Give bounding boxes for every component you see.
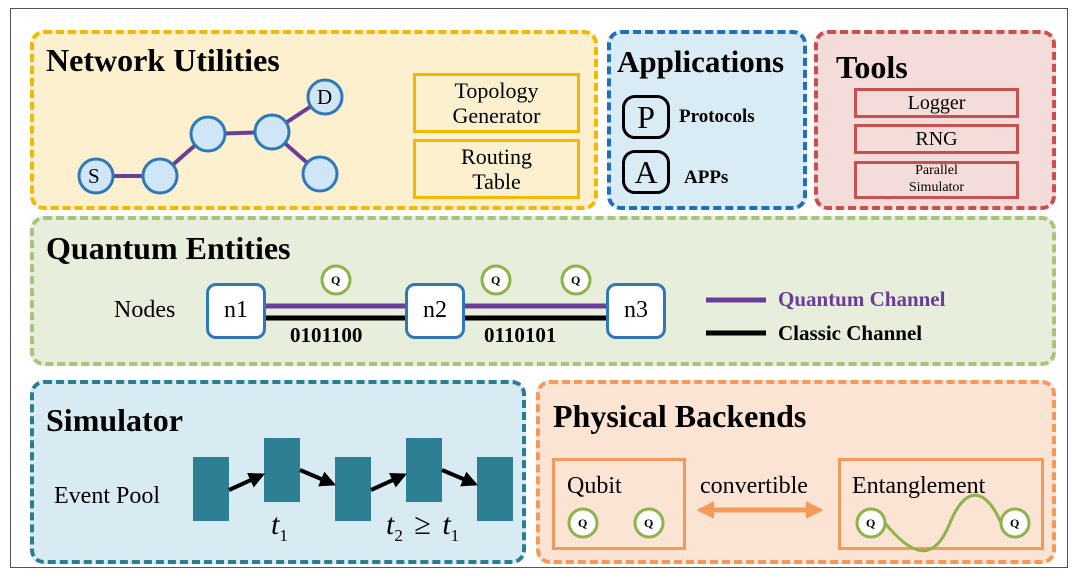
qubit-marker-label: Q: [644, 516, 654, 530]
node-n2: n2: [405, 283, 465, 339]
event-arrow: [228, 473, 265, 492]
applications-panel: [607, 30, 807, 210]
legend-classic-channel: Classic Channel: [778, 321, 923, 345]
applications-title: Applications: [617, 44, 785, 79]
quantum-entities-title: Quantum Entities: [46, 230, 291, 266]
qubit-marker: [633, 507, 665, 539]
physical-backends-panel: [536, 380, 1056, 564]
t1-base: t: [271, 508, 280, 541]
t2-rhs-base: t: [442, 508, 451, 541]
source-node-label: S: [88, 164, 100, 188]
tools-panel: [814, 30, 1056, 210]
graph-node: [141, 157, 179, 195]
qubit-box: [552, 458, 686, 550]
routing-table-box: Routing Table: [413, 139, 580, 199]
destination-node-label: D: [317, 85, 333, 109]
graph-node: [301, 155, 339, 193]
graph-node: [189, 115, 227, 153]
qubit-marker-label: Q: [578, 516, 588, 530]
qubit-marker-label: Q: [866, 516, 876, 530]
rng-box: RNG: [854, 124, 1019, 154]
physical-backends-title: Physical Backends: [553, 398, 807, 434]
classic-bits-label: 0101100: [290, 323, 363, 347]
time-t2-geq-t1-label: t2 ≥ t1: [386, 508, 460, 545]
legend-quantum-channel: Quantum Channel: [778, 287, 946, 311]
network-utilities-title: Network Utilities: [46, 42, 280, 78]
qubit-marker-label: Q: [571, 273, 581, 287]
qubit-marker: [560, 264, 592, 296]
entanglement-wave: [883, 493, 1003, 553]
time-t1-label: t1: [271, 508, 288, 545]
qubit-marker-label: Q: [491, 273, 501, 287]
t2-base: t: [386, 508, 395, 541]
quantum-entities-panel: [30, 216, 1056, 366]
qubit-marker-label: Q: [1010, 516, 1020, 530]
node-n3: n3: [606, 283, 666, 339]
convertible-label: convertible: [700, 473, 808, 499]
event-pool-label: Event Pool: [54, 483, 160, 509]
figure-frame: [10, 8, 1068, 568]
qubit-marker: [320, 264, 352, 296]
simulator-title: Simulator: [46, 402, 183, 438]
graph-node-source: [77, 157, 115, 195]
tools-title: Tools: [836, 49, 908, 85]
graph-node-destination: [306, 78, 344, 116]
qubit-marker: [999, 507, 1031, 539]
event-block: [193, 457, 229, 521]
entanglement-box: [838, 458, 1044, 550]
protocols-label: Protocols: [679, 106, 755, 127]
event-block: [477, 457, 513, 521]
qubit-marker: [480, 264, 512, 296]
nodes-label: Nodes: [114, 297, 176, 323]
qubit-marker: [567, 507, 599, 539]
entanglement-label: Entanglement: [852, 473, 986, 499]
event-block: [406, 438, 442, 502]
logger-box: Logger: [854, 88, 1019, 118]
classic-bits-label: 0110101: [484, 323, 557, 347]
event-block: [264, 438, 300, 502]
qubit-label: Qubit: [567, 473, 622, 499]
protocols-icon: P: [622, 95, 670, 139]
event-arrow: [299, 468, 336, 487]
t2-rhs-sub: 1: [450, 526, 460, 545]
graph-node: [253, 113, 291, 151]
apps-icon: A: [622, 150, 670, 194]
t2-sub: 2: [394, 526, 403, 545]
t1-sub: 1: [279, 526, 288, 545]
event-block: [335, 457, 371, 521]
apps-label: APPs: [684, 167, 729, 188]
geq-symbol: ≥: [414, 508, 431, 541]
qubit-marker-label: Q: [331, 273, 341, 287]
qubit-marker: [855, 507, 887, 539]
event-arrow: [370, 473, 407, 492]
node-n1: n1: [206, 283, 266, 339]
event-arrow: [441, 468, 478, 487]
parallel-simulator-box: Parallel Simulator: [854, 161, 1019, 199]
topology-generator-box: Topology Generator: [413, 73, 580, 133]
